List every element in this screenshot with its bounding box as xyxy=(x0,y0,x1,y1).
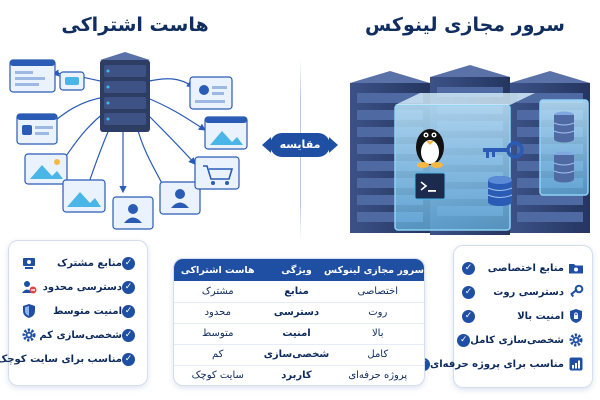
header-feature: ویژگی xyxy=(281,264,312,276)
check-icon: ✓ xyxy=(122,304,135,318)
shared-hosting-feature-list: ✓منابع مشترک✓دسترسی محدود✓امنیت متوسط✓شخ… xyxy=(0,241,147,371)
central-server-icon xyxy=(100,52,150,132)
linux-vps-feature-list: منابع اختصاصی✓دسترسی روت✓امنیت بالا✓شخصی… xyxy=(417,246,592,376)
check-icon: ✓ xyxy=(122,328,135,342)
linux-vps-feature-item: مناسب برای پروژه حرفه‌ای✓ xyxy=(417,352,584,376)
terminal-icon xyxy=(414,172,446,200)
cell-shared-hosting: کم xyxy=(174,344,262,366)
check-icon: ✓ xyxy=(122,280,135,294)
shared-hosting-title: هاست اشتراکی xyxy=(61,14,209,36)
database-icon xyxy=(487,176,513,206)
cell-feature: منابع xyxy=(261,281,332,303)
shared-hosting-feature-label: شخصی‌سازی کم xyxy=(39,329,122,341)
linux-vps-feature-label: دسترسی روت xyxy=(493,286,564,298)
linux-vps-feature-item: دسترسی روت ✓ xyxy=(462,280,584,304)
comparison-table-card: سرور مجازی لینوکس ویژگی هاست اشتراکی اخت… xyxy=(173,258,425,386)
shopping-cart-window-icon xyxy=(194,156,240,190)
shared-hosting-feature-label: دسترسی محدود xyxy=(42,281,122,293)
cell-linux-vps: بالا xyxy=(331,323,424,345)
header-shared-hosting: هاست اشتراکی xyxy=(180,264,255,276)
landscape-window-icon xyxy=(204,116,248,150)
shared-hosting-features-card: ✓منابع مشترک✓دسترسی محدود✓امنیت متوسط✓شخ… xyxy=(0,240,148,386)
restricted-access-icon xyxy=(21,279,37,295)
cell-feature: امنیت xyxy=(261,323,332,345)
shared-hosting-feature-item: ✓مناسب برای سایت کوچک xyxy=(0,347,139,371)
check-icon: ✓ xyxy=(462,261,475,275)
dedicated-folder-icon xyxy=(568,260,584,276)
linux-tux-icon xyxy=(416,129,444,168)
shared-hosting-feature-label: مناسب برای سایت کوچک xyxy=(0,353,122,365)
shared-hosting-feature-item: ✓امنیت متوسط xyxy=(17,299,139,323)
shared-hosting-illustration xyxy=(9,52,248,230)
image-gallery-window-icon xyxy=(24,153,68,185)
database-side-icon-2 xyxy=(553,151,575,183)
comparison-table: سرور مجازی لینوکس ویژگی هاست اشتراکی اخت… xyxy=(174,259,424,385)
cell-shared-hosting: متوسط xyxy=(174,323,262,345)
cell-shared-hosting: سایت کوچک xyxy=(191,370,244,382)
gear-icon xyxy=(21,327,37,343)
compare-arrows-icon xyxy=(262,137,338,153)
cell-feature: دسترسی xyxy=(261,302,332,324)
cell-linux-vps: اختصاصی xyxy=(331,281,424,303)
compare-badge: مقایسه xyxy=(270,133,330,157)
photo-window-icon xyxy=(62,179,106,213)
cell-linux-vps: روت xyxy=(331,302,424,324)
linux-vps-feature-label: شخصی‌سازی کامل xyxy=(470,334,564,346)
linux-vps-feature-item: منابع اختصاصی ✓ xyxy=(462,256,584,280)
linux-vps-feature-label: مناسب برای پروژه حرفه‌ای xyxy=(430,358,564,370)
cell-linux-vps: کامل xyxy=(331,344,424,366)
linux-vps-feature-label: منابع اختصاصی xyxy=(487,262,564,274)
linux-vps-illustration xyxy=(350,65,590,235)
cell-shared-hosting: محدود xyxy=(174,302,262,324)
table-row: پروژه حرفه‌ای کاربرد سایت کوچک xyxy=(174,365,424,385)
shared-hosting-feature-item: ✓شخصی‌سازی کم xyxy=(17,323,139,347)
cell-shared-hosting: مشترک xyxy=(174,281,262,303)
vps-container-side xyxy=(539,99,589,196)
check-icon: ✓ xyxy=(457,333,471,347)
cell-feature: کاربرد xyxy=(281,370,312,382)
gear-icon xyxy=(568,332,584,348)
profile-window-icon xyxy=(159,181,201,215)
key-icon xyxy=(483,141,524,159)
user-profile-window-icon xyxy=(112,196,154,230)
linux-vps-title: سرور مجازی لینوکس xyxy=(365,14,565,36)
comparison-table-header: سرور مجازی لینوکس ویژگی هاست اشتراکی xyxy=(174,259,424,281)
shared-hosting-feature-item: ✓دسترسی محدود xyxy=(17,275,139,299)
check-icon: ✓ xyxy=(122,352,135,366)
linux-vps-feature-item: امنیت بالا ✓ xyxy=(462,304,584,328)
shared-resources-icon xyxy=(21,255,37,271)
header-linux-vps: سرور مجازی لینوکس xyxy=(324,264,424,276)
check-icon: ✓ xyxy=(462,309,475,323)
database-side-icon xyxy=(553,111,575,143)
linux-vps-feature-label: امنیت بالا xyxy=(517,310,564,322)
shared-hosting-feature-label: امنیت متوسط xyxy=(53,305,122,317)
check-icon: ✓ xyxy=(462,285,475,299)
cell-linux-vps: پروژه حرفه‌ای xyxy=(348,370,408,382)
social-window-icon xyxy=(16,113,58,145)
linux-vps-feature-item: شخصی‌سازی کامل✓ xyxy=(457,328,584,352)
cell-feature: شخصی‌سازی xyxy=(261,344,332,366)
shared-hosting-feature-item: ✓منابع مشترک xyxy=(17,251,139,275)
check-icon: ✓ xyxy=(122,256,135,270)
shield-half-icon xyxy=(21,303,37,319)
shield-icon xyxy=(568,308,584,324)
growth-chart-icon xyxy=(568,356,584,372)
shared-hosting-feature-label: منابع مشترک xyxy=(56,257,122,269)
chat-window-icon xyxy=(59,71,85,91)
key-icon xyxy=(568,284,584,300)
account-window-icon xyxy=(189,76,233,110)
linux-vps-features-card: منابع اختصاصی✓دسترسی روت✓امنیت بالا✓شخصی… xyxy=(417,245,593,388)
website-window-icon xyxy=(9,59,56,93)
